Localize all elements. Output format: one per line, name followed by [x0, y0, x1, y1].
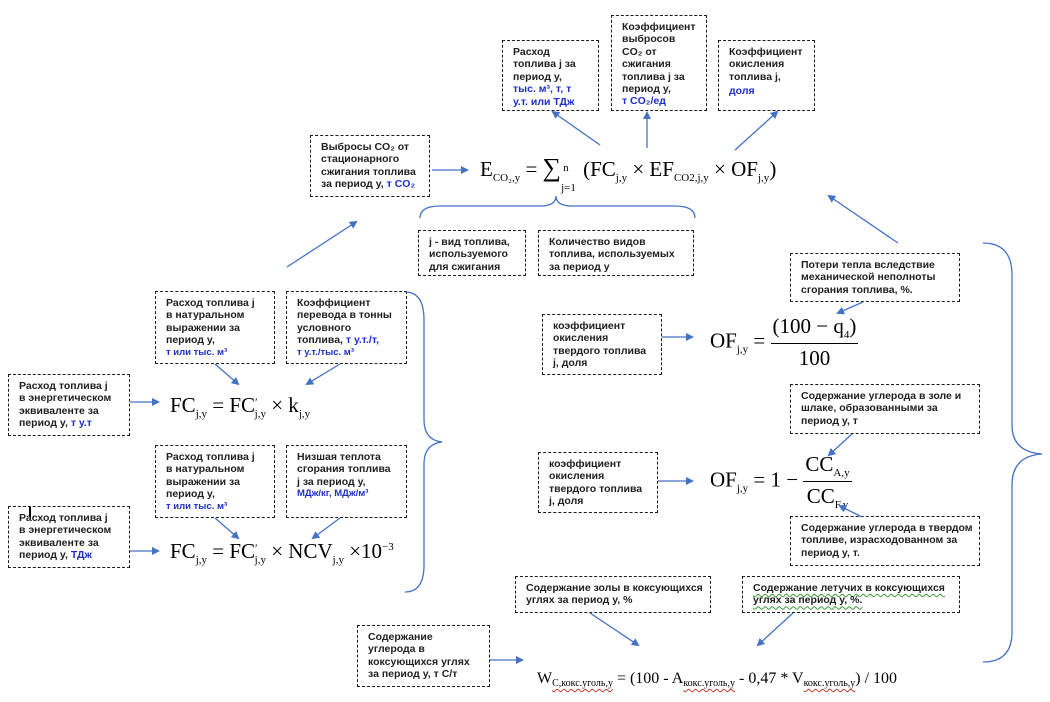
- fc-conversion-formula: FCj,y = FC′j,y × kj,y: [170, 393, 311, 420]
- heat-loss-box: Потери тепла вследствие механической неп…: [790, 253, 960, 302]
- brace-of-group: [982, 242, 1043, 663]
- arrow-to-fuel-consumption: [551, 110, 601, 146]
- net-calorific-value-box: Низшая теплота сгорания топлива j за пер…: [286, 445, 407, 518]
- oxidation-factor-box: Коэффициент окисления топлива j, доля: [718, 40, 815, 111]
- emission-factor-box: Коэффициент выбросов CO₂ от сжигания топ…: [611, 15, 707, 111]
- carbon-in-ash-box: Содержание углерода в золе и шлаке, обра…: [790, 384, 980, 434]
- carbon-in-solid-fuel-box: Содержание углерода в твердом топливе, и…: [790, 516, 980, 566]
- coking-coal-carbon-formula: WC,кокс.уголь,y = (100 - Aкокс.уголь,y -…: [537, 670, 898, 689]
- conversion-factor-box: Коэффициент перевода в тонны условного т…: [286, 291, 407, 364]
- fuel-type-box: j - вид топлива, используемого для сжига…: [418, 230, 526, 276]
- fuel-consumption-box: Расход топлива j за период y, тыс. м³, т…: [502, 40, 599, 111]
- arrow-natural-2-to-formula: [214, 517, 240, 540]
- text-cursor: [29, 507, 31, 517]
- volatile-content-box: Содержание летучих в коксующихся углях з…: [742, 576, 960, 613]
- arrow-carbon-solid-to-formula: [838, 505, 863, 518]
- arrow-fc-group-up: [286, 220, 358, 268]
- arrow-conversion-to-formula: [305, 363, 341, 386]
- brace-sum-explanation: [419, 195, 696, 219]
- natural-fuel-consumption-box-2: Расход топлива j в натуральном выражении…: [155, 445, 275, 518]
- arrow-heat-loss-to-formula: [836, 301, 864, 315]
- fc-ncv-formula: FCj,y = FC′j,y × NCVj,y ×10−3: [170, 539, 394, 566]
- arrow-of-group-up: [827, 194, 899, 244]
- solid-fuel-oxidation-box-2: коэффициент окисления твердого топлива j…: [538, 452, 658, 513]
- arrow-ncv-to-formula: [311, 517, 341, 540]
- fuel-types-count-box: Количество видов топлива, используемых з…: [538, 230, 694, 276]
- arrow-natural-1-to-formula: [214, 363, 240, 386]
- oxidation-q4-formula: OFj,y = (100 − q4)100: [710, 314, 859, 370]
- energy-equivalent-tj-box: Расход топлива j в энергетическом эквива…: [8, 506, 130, 568]
- arrow-carbon-ash-to-formula: [827, 433, 853, 457]
- arrow-ash-to-formula: [589, 612, 640, 647]
- co2-emissions-box: Выбросы CO₂ от стационарного сжигания то…: [310, 135, 430, 197]
- ash-content-box: Содержание золы в коксующихся углях за п…: [515, 576, 711, 613]
- solid-fuel-oxidation-box-1: коэффициент окисления твердого топлива j…: [542, 314, 662, 375]
- carbon-in-coking-coal-box: Содержание углерода в коксующихся углях …: [357, 625, 490, 687]
- brace-fc-group: [404, 291, 443, 593]
- arrow-volatile-to-formula: [756, 612, 794, 647]
- arrow-to-oxidation-factor: [734, 110, 779, 151]
- natural-fuel-consumption-box-1: Расход топлива j в натуральном выражении…: [155, 291, 275, 364]
- energy-equivalent-tut-box: Расход топлива j в энергетическом эквива…: [8, 374, 130, 436]
